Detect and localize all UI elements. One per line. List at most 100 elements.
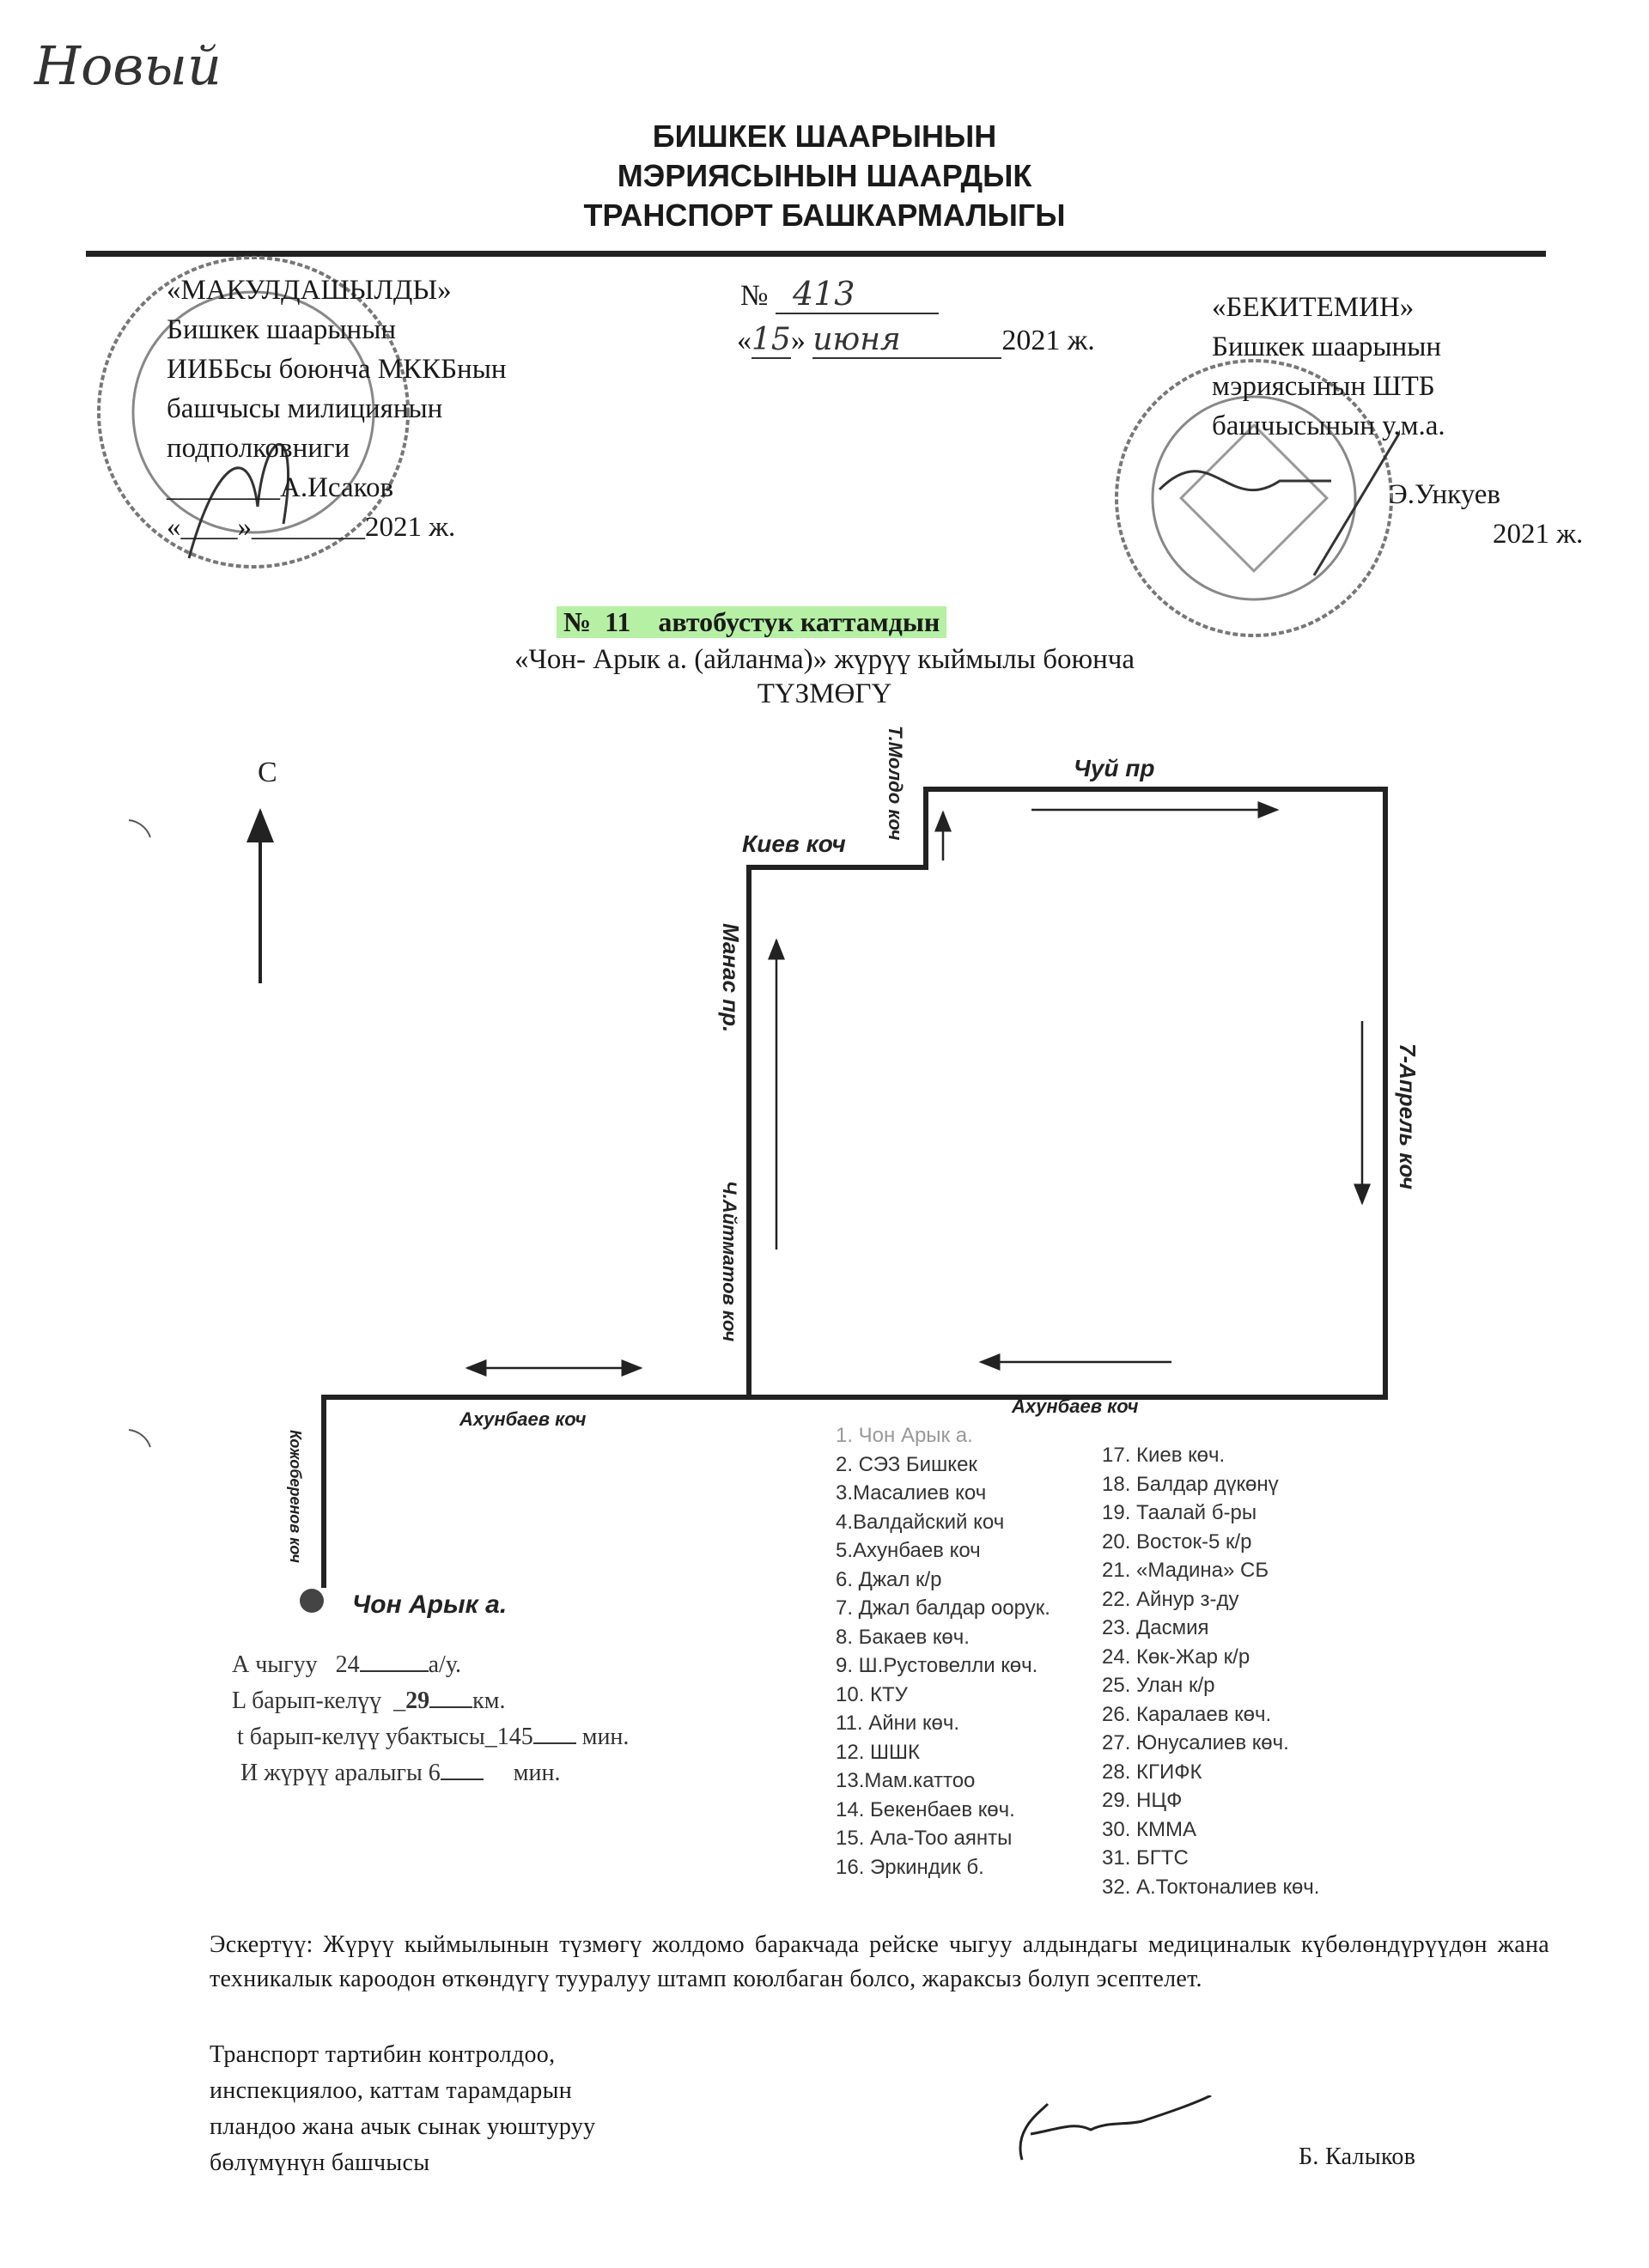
street-manas: Манас пр. (718, 923, 744, 1032)
stop-item: 27. Юнусалиев көч. (1102, 1731, 1289, 1754)
date-year: 2021 ж. (1001, 325, 1095, 356)
stop-item: 22. Айнур з-ду (1102, 1587, 1239, 1611)
param-label: А чыгуу (232, 1651, 318, 1678)
footer-signature (1019, 2095, 1212, 2161)
param-value: 6 (428, 1760, 441, 1786)
stop-item: 8. Бакаев көч. (836, 1625, 970, 1649)
punch-hole-mark (128, 1429, 151, 1448)
stop-item: 16. Эркиндик б. (836, 1855, 984, 1879)
param-value: 24 (335, 1651, 360, 1678)
stop-item: 9. Ш.Рустовелли көч. (836, 1654, 1038, 1677)
route-scheme-title: ТҮЗМӨГҮ (757, 678, 892, 709)
agreed-date: «____»________2021 ж. (167, 512, 456, 543)
stop-item: 28. КГИФК (1102, 1760, 1202, 1784)
stop-item: 20. Восток-5 к/р (1102, 1529, 1252, 1554)
stop-item: 2. СЭЗ Бишкек (836, 1452, 977, 1476)
stop-item: 7. Джал балдар оорук. (836, 1596, 1050, 1620)
footer-signatory: Б. Калыков (1299, 2143, 1416, 2170)
remark-note: Эскертүү: Жүрүү кыймылынын түзмөгү жолдо… (210, 1931, 1549, 1992)
stop-item: 15. Ала-Тоо аянты (836, 1827, 1013, 1850)
street-akhunbaev-left: Ахунбаев коч (459, 1408, 587, 1430)
street-kozhoberenov: Кожоберенов коч (287, 1430, 304, 1564)
stop-item: 30. КММА (1102, 1817, 1197, 1841)
param-label: И жүрүү аралыгы (240, 1760, 423, 1786)
approved-line: Бишкек шаарынын (1212, 331, 1442, 362)
param-unit: мин. (581, 1724, 630, 1750)
stop-item: 11. Айни көч. (836, 1712, 960, 1735)
street-moldo: Т.Молдо коч (885, 726, 906, 841)
punch-hole-mark (128, 819, 151, 838)
street-akhunbaev-right: Ахунбаев коч (1011, 1395, 1139, 1417)
param-unit: км. (472, 1687, 506, 1714)
approved-block: «БЕКИТЕМИН» Бишкек шаарынын мэриясынын Ш… (1212, 288, 1445, 446)
street-chuy: Чуй пр (1074, 755, 1155, 781)
param-unit: мин. (513, 1760, 561, 1786)
stop-item: 5.Ахунбаев коч (836, 1539, 981, 1562)
route-title: № 11 автобустук каттамдын (557, 606, 947, 638)
stop-item: 21. «Мадина» СБ (1102, 1559, 1269, 1582)
street-aitmatov: Ч.Айтматов коч (719, 1181, 740, 1341)
north-label: С (258, 757, 277, 788)
agreed-block: «МАКУЛДАШЫЛДЫ» Бишкек шаарынын ИИББсы бо… (167, 271, 507, 547)
stop-item: 13.Мам.каттоо (836, 1769, 976, 1792)
stop-item: 12. ШШК (836, 1740, 921, 1764)
position-line: бөлүмүнүн башчысы (210, 2149, 430, 2176)
param-label: L барып-келүү (232, 1687, 382, 1714)
document-number: № 413 (740, 275, 939, 314)
param-row: t барып-келүү убактысы_145 мин. (237, 1724, 630, 1750)
position-line: Транспорт тартибин контролдоо, (210, 2041, 556, 2068)
position-line: инспекциялоо, каттам тарамдарын (210, 2077, 572, 2104)
date-month: июня (812, 322, 1002, 359)
agreed-line: башчысы милициянын (167, 393, 443, 424)
agreed-title: «МАКУЛДАШЫЛДЫ» (167, 275, 452, 306)
approved-signatory: Э.Ункуев (1389, 479, 1501, 510)
param-value: 29 (405, 1687, 430, 1714)
route-line (321, 787, 1388, 1588)
stop-item: 19. Таалай б-ры (1102, 1501, 1257, 1524)
route-map: С Чуй пр Т.Молдо коч Киев коч Манас пр. … (128, 726, 1421, 1619)
header-line-1: БИШКЕК ШААРЫНЫН (652, 119, 997, 154)
approved-line: мэриясынын ШТБ (1212, 371, 1435, 402)
header-rule (86, 251, 1546, 257)
stop-item: 18. Балдар дүкөнү (1102, 1472, 1279, 1496)
route-subtitle: «Чон- Арык а. (айланма)» жүрүү кыймылы б… (514, 644, 1135, 675)
street-april7: 7-Апрель коч (1395, 1043, 1421, 1189)
stop-item: 25. Улан к/р (1102, 1674, 1215, 1697)
approved-line: башчысынын у.м.а. (1212, 410, 1445, 441)
approved-title: «БЕКИТЕМИН» (1212, 292, 1415, 323)
agreed-stamp (97, 256, 410, 569)
stop-item: 10. КТУ (836, 1682, 908, 1706)
handwritten-note: Новый (34, 34, 222, 97)
stops-column-1: 1. Чон Арык а. 2. СЭЗ Бишкек 3.Масалиев … (836, 1421, 1050, 1882)
stop-item: 1. Чон Арык а. (836, 1424, 973, 1447)
stop-item: 4.Валдайский коч (836, 1510, 1005, 1534)
param-row: И жүрүү аралыгы 6 мин. (232, 1755, 629, 1791)
street-kiev: Киев коч (742, 830, 846, 857)
stop-item: 26. Каралаев көч. (1102, 1702, 1272, 1726)
stop-item: 17. Киев көч. (1102, 1444, 1226, 1467)
header-line-3: ТРАНСПОРТ БАШКАРМАЛЫГЫ (583, 198, 1066, 233)
param-unit: а/у. (428, 1651, 462, 1678)
param-row: А чыгуу 24 а/у. (232, 1647, 629, 1683)
terminal-label: Чон Арык а. (352, 1590, 507, 1619)
stop-item: 24. Көк-Жар к/р (1102, 1645, 1250, 1669)
approved-date: 2021 ж. (1493, 519, 1584, 550)
param-label: t барып-келүү убактысы (237, 1724, 485, 1750)
stop-item: 23. Дасмия (1102, 1616, 1209, 1639)
stop-item: 31. БГТС (1102, 1846, 1189, 1870)
date-day: 15 (751, 322, 791, 359)
agreed-signatory: ________А.Исаков (167, 472, 394, 503)
stop-item: 3.Масалиев коч (836, 1481, 987, 1505)
stop-item: 14. Бекенбаев көч. (836, 1797, 1015, 1821)
agreed-line: ИИББсы боюнча МККБнын (167, 354, 507, 385)
stop-item: 6. Джал к/р (836, 1567, 942, 1591)
position-line: пландоо жана ачык сынак уюштуруу (210, 2113, 596, 2140)
stops-column-2: 17. Киев көч. 18. Балдар дүкөнү 19. Таал… (1102, 1441, 1319, 1901)
number-value: 413 (775, 275, 939, 314)
agreed-line: подполковниги (167, 433, 350, 464)
agreed-line: Бишкек шаарынын (167, 314, 397, 345)
footer-position: Транспорт тартибин контролдоо, инспекция… (210, 2037, 595, 2181)
